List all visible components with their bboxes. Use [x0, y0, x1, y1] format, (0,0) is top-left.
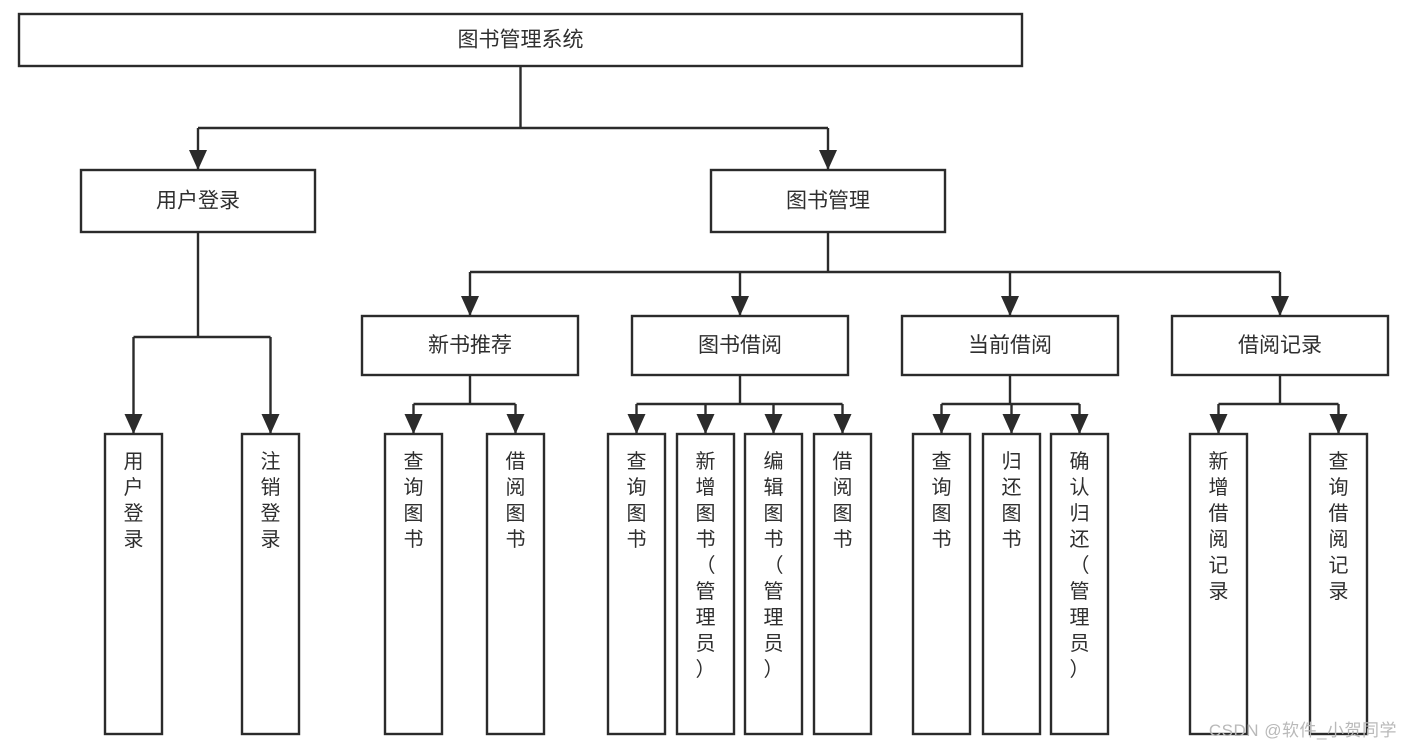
node-label: 查询借阅记录: [1329, 450, 1349, 603]
node-book-borrow[interactable]: 图书借阅: [630, 314, 850, 377]
node-leaf-borrow-book-1[interactable]: 借阅图书: [485, 432, 546, 736]
node-label: 用户登录: [124, 451, 144, 551]
node-leaf-borrow-book-2[interactable]: 借阅图书: [812, 432, 873, 736]
node-label: 借阅图书: [506, 450, 526, 551]
node-box: [743, 432, 804, 736]
node-label: 新增借阅记录: [1209, 450, 1229, 603]
node-label: 编辑图书（管理员）: [764, 450, 784, 681]
node-box: [360, 314, 580, 377]
node-borrow-record[interactable]: 借阅记录: [1170, 314, 1390, 377]
connector-layer: [124, 66, 1348, 434]
node-current-borrow[interactable]: 当前借阅: [900, 314, 1120, 377]
node-label: 图书管理: [786, 190, 870, 213]
node-box: [240, 432, 301, 736]
node-box: [383, 432, 444, 736]
node-leaf-query-record[interactable]: 查询借阅记录: [1308, 432, 1369, 736]
node-label: 图书借阅: [698, 334, 782, 357]
node-label: 用户登录: [156, 190, 240, 213]
node-leaf-add-record[interactable]: 新增借阅记录: [1188, 432, 1249, 736]
node-box: [1170, 314, 1390, 377]
node-leaf-confirm-return[interactable]: 确认归还（管理员）: [1049, 432, 1110, 736]
node-layer: 图书管理系统用户登录图书管理新书推荐图书借阅当前借阅借阅记录用户登录注销登录查询…: [17, 12, 1390, 736]
node-leaf-query-book-2[interactable]: 查询图书: [606, 432, 667, 736]
node-box: [79, 168, 317, 234]
node-box: [900, 314, 1120, 377]
node-box: [709, 168, 947, 234]
node-leaf-query-book-3[interactable]: 查询图书: [911, 432, 972, 736]
node-leaf-logout[interactable]: 注销登录: [240, 432, 301, 736]
node-label: 新增图书（管理员）: [696, 450, 716, 681]
node-label: 新书推荐: [428, 334, 512, 357]
node-box: [1049, 432, 1110, 736]
node-label: 归还图书: [1002, 450, 1022, 551]
node-box: [17, 12, 1024, 68]
node-label: 图书管理系统: [458, 29, 584, 52]
csdn-watermark: CSDN @软件_小贺同学: [1208, 721, 1397, 740]
node-box: [1308, 432, 1369, 736]
node-box: [606, 432, 667, 736]
node-box: [911, 432, 972, 736]
node-leaf-add-book[interactable]: 新增图书（管理员）: [675, 432, 736, 736]
node-root[interactable]: 图书管理系统: [17, 12, 1024, 68]
node-label: 注销登录: [261, 450, 281, 551]
node-label: 借阅图书: [833, 450, 853, 551]
node-box: [675, 432, 736, 736]
node-label: 查询图书: [932, 450, 952, 551]
node-leaf-query-book-1[interactable]: 查询图书: [383, 432, 444, 736]
node-user-login[interactable]: 用户登录: [79, 168, 317, 234]
node-box: [812, 432, 873, 736]
node-label: 借阅记录: [1238, 334, 1322, 357]
node-label: 当前借阅: [968, 334, 1052, 357]
node-new-book-recommend[interactable]: 新书推荐: [360, 314, 580, 377]
node-box: [103, 432, 164, 736]
node-label: 查询图书: [627, 450, 647, 551]
node-box: [981, 432, 1042, 736]
node-label: 确认归还（管理员）: [1070, 450, 1090, 681]
node-label: 查询图书: [404, 450, 424, 551]
node-leaf-user-login[interactable]: 用户登录: [103, 432, 164, 736]
node-leaf-return-book[interactable]: 归还图书: [981, 432, 1042, 736]
node-box: [630, 314, 850, 377]
node-box: [1188, 432, 1249, 736]
node-leaf-edit-book[interactable]: 编辑图书（管理员）: [743, 432, 804, 736]
node-book-manage[interactable]: 图书管理: [709, 168, 947, 234]
node-box: [485, 432, 546, 736]
